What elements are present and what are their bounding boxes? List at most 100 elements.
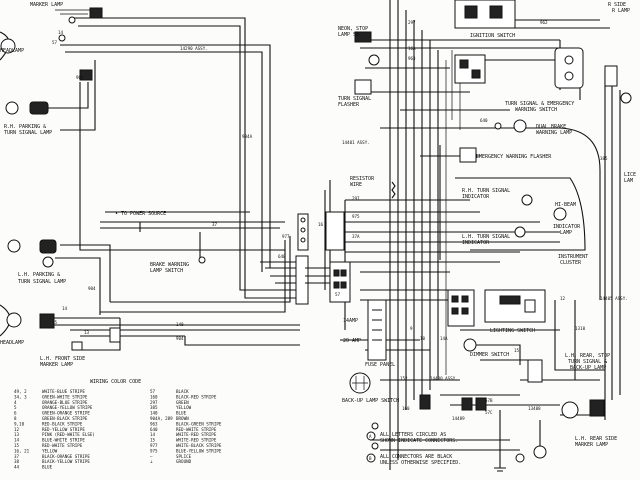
color-code-name: GROUND <box>176 459 192 464</box>
label-lighting-switch: LIGHTING SWITCH <box>490 328 535 334</box>
color-code-name: WHITE-RED STRIPE <box>176 432 217 437</box>
label-headlamp-top: HEADLAMP <box>0 48 24 54</box>
color-code-name: BLACK-YELLOW STRIPE <box>42 459 90 464</box>
label-headlamp-bottom: HEADLAMP <box>0 340 24 346</box>
wire-label: 14405 ASSY. <box>600 296 628 301</box>
color-code-number: 13 <box>14 432 20 437</box>
wire-label: 14489 <box>452 416 465 421</box>
label-instrument-2: CLUSTER <box>560 260 582 266</box>
label-dimmer-switch: DIMMER SWITCH <box>470 352 509 358</box>
wire-label: 12 <box>560 296 566 301</box>
label-lh-rear-2: TURN SIGNAL & <box>568 359 607 365</box>
wire-label: 9 <box>410 326 413 331</box>
color-code-number: 904A, 289 <box>150 416 173 421</box>
junction-connector-block <box>325 211 351 303</box>
resistor-wire <box>391 181 396 199</box>
color-code-name: WHITE-RED STRIPE <box>176 438 217 443</box>
color-code-number: 975 <box>150 448 158 453</box>
wire-label: 297 <box>408 20 416 25</box>
note-a-mark: A <box>369 434 372 439</box>
wire-label: 13 <box>84 330 90 335</box>
wire-label: 16 <box>318 222 324 227</box>
label-hi-beam-2: INDICATOR <box>553 224 581 230</box>
color-code-name: GREEN-WHITE STRIPE <box>42 394 88 399</box>
color-code-name: YELLOW <box>42 448 58 453</box>
notes: A B ALL LETTERS CIRCLED AS SHOWN INDICAT… <box>369 432 461 466</box>
lighting-switch <box>447 289 546 327</box>
wire-label: 14 <box>62 306 68 311</box>
label-turn-emergency-1: TURN SIGNAL & EMERGENCY <box>505 101 574 107</box>
color-code-name: ORANGE-BLUE STRIPE <box>42 400 88 405</box>
label-resistor-2: WIRE <box>350 182 362 188</box>
emergency-flasher <box>459 147 477 163</box>
color-code-number: 15 <box>150 438 156 443</box>
color-code-name: GREEN <box>176 400 189 405</box>
wire-label: 640 <box>278 254 286 259</box>
wire-label: 904A <box>242 134 253 139</box>
label-hi-beam-3: LAMP <box>560 230 572 236</box>
wire-label: 14401 ASSY. <box>342 140 370 145</box>
right-harness-wires <box>305 0 621 470</box>
wire-label: 14A <box>440 336 448 341</box>
color-code-title: WIRING COLOR CODE <box>90 379 141 385</box>
wire-label: 14480 ASSY. <box>430 376 458 381</box>
label-lh-front-side: L.H. FRONT SIDE <box>40 356 85 362</box>
label-rear-side-marker: R SIDE <box>608 2 626 8</box>
label-lic-2: LAM <box>624 178 633 184</box>
label-lh-rear-side-2: MARKER LAMP <box>575 442 608 448</box>
color-code-number: 14 <box>14 438 20 443</box>
wire-label: 977 <box>282 234 290 239</box>
note-b-line1: ALL CONNECTORS ARE BLACK <box>380 454 452 460</box>
label-marker-right: R LAMP <box>612 8 630 14</box>
wire-label: 15 <box>52 320 58 325</box>
color-code-number: 977 <box>150 443 158 448</box>
label-backup-switch: BACK-UP LAMP SWITCH <box>342 398 399 404</box>
note-a-line2: SHOWN INDICATE CONNECTORS. <box>380 438 458 444</box>
color-code-number: 44 <box>14 465 20 470</box>
label-emergency-flasher: EMERGENCY WARNING FLASHER <box>476 154 552 160</box>
label-lh-front-marker: MARKER LAMP <box>40 362 73 368</box>
instrument-cluster <box>455 177 586 251</box>
label-turn-emergency-2: WARNING SWITCH <box>515 107 557 113</box>
label-lh-rear-side-1: L.H. REAR SIDE <box>575 436 617 442</box>
note-a-line1: ALL LETTERS CIRCLED AS <box>380 432 446 438</box>
color-code-number: 15 <box>14 443 20 448</box>
color-code-name: RED-BLACK STRIPE <box>42 421 83 426</box>
wire-label: 57B <box>485 398 493 403</box>
wire-label: 14 <box>58 30 64 35</box>
color-code-name: RED-YELLOW STRIPE <box>42 427 85 432</box>
label-lh-rear-1: L.H. REAR, STOP <box>565 353 610 359</box>
wire-label: 152 <box>400 376 408 381</box>
wire-label: 297 <box>352 196 360 201</box>
wire-label: 57C <box>485 410 493 415</box>
color-code-number: ⊥ <box>150 459 153 464</box>
color-code-number: 140 <box>150 411 158 416</box>
color-code-number: 14 <box>150 432 156 437</box>
wire-label: 15 <box>514 348 520 353</box>
wire-label: 57 <box>335 292 341 297</box>
label-turn-flasher-2: FLASHER <box>338 102 360 108</box>
wire-label: 904 <box>76 75 84 80</box>
label-rh-turn-ind-1: R.H. TURN SIGNAL <box>462 188 510 194</box>
label-lh-turn-ind-1: L.H. TURN SIGNAL <box>462 234 510 240</box>
wire-label: 57 <box>52 40 58 45</box>
color-code-number: 6 <box>14 411 17 416</box>
color-code-name: BROWN <box>176 416 189 421</box>
wire-label: 14290 ASSY. <box>180 46 208 51</box>
label-dual-brake-2: WARNING LAMP <box>536 130 572 136</box>
lh-headlamp <box>0 304 55 337</box>
note-b-mark: B <box>369 456 372 461</box>
color-code-name: BLACK <box>176 389 189 394</box>
wire-label: 904 <box>88 286 96 291</box>
wire-label: 904 <box>176 336 184 341</box>
wire-label: 975 <box>352 214 360 219</box>
label-ignition-switch: IGNITION SWITCH <box>470 33 515 39</box>
turn-signal-emergency-switch <box>454 47 584 89</box>
color-code-number: 34, 3 <box>14 394 27 399</box>
color-code-number: 5 <box>14 405 17 410</box>
connectors-bottom <box>371 359 543 472</box>
color-code-name: WHITE-BLACK STRIPE <box>176 443 222 448</box>
label-lh-parking: L.H. PARKING & <box>18 272 60 278</box>
connectors-left <box>58 7 309 305</box>
